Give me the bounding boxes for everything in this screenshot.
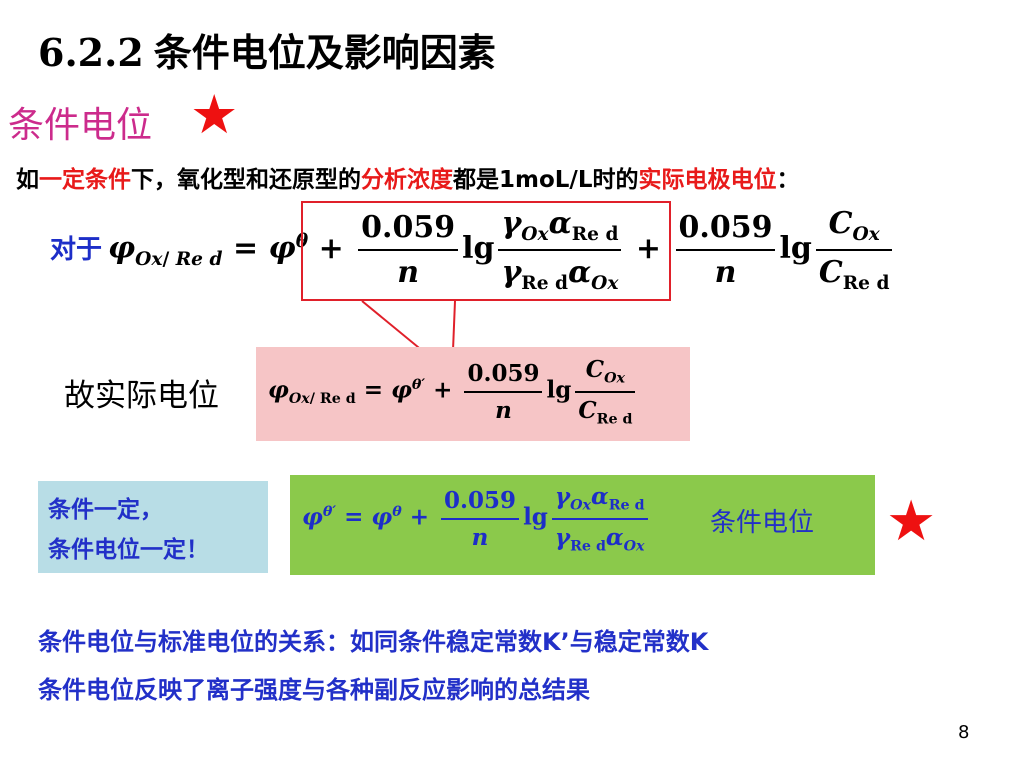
- summary-note: 条件电位反映了离子强度与各种副反应影响的总结果: [38, 676, 590, 704]
- section-number: 6.2.2: [38, 30, 144, 75]
- title-text: 条件电位及影响因素: [153, 31, 496, 75]
- desc-part-1: 如: [16, 167, 39, 193]
- desc-highlight-concentration: 分析浓度: [361, 167, 453, 193]
- star-icon: ★: [190, 83, 239, 146]
- desc-part-7: ：: [776, 167, 800, 193]
- star-icon: ★: [886, 489, 937, 554]
- subheading-conditional-potential: 条件电位: [8, 105, 153, 146]
- desc-part-5: 都是1moL/L时的: [453, 167, 639, 193]
- desc-highlight-conditions: 一定条件: [39, 167, 131, 193]
- actual-potential-label: 故实际电位: [64, 378, 219, 414]
- conditional-potential-label: 条件电位: [710, 508, 815, 538]
- desc-part-3: 下，氧化型和还原型的: [131, 167, 361, 193]
- desc-highlight-actual-potential: 实际电极电位: [638, 167, 777, 193]
- page-number: 8: [958, 722, 970, 743]
- note-text: 条件一定，条件电位一定！: [48, 497, 209, 563]
- relation-note: 条件电位与标准电位的关系：如同条件稳定常数K’与稳定常数K: [38, 628, 709, 656]
- callout-box: [301, 201, 671, 301]
- formula-lead: 对于: [50, 235, 103, 265]
- actual-potential-box: [256, 347, 690, 441]
- note-box: [38, 481, 268, 573]
- conditional-potential-box: [290, 475, 875, 575]
- definition-text: 如一定条件下，氧化型和还原型的分析浓度都是1moL/L时的实际电极电位：: [16, 160, 799, 194]
